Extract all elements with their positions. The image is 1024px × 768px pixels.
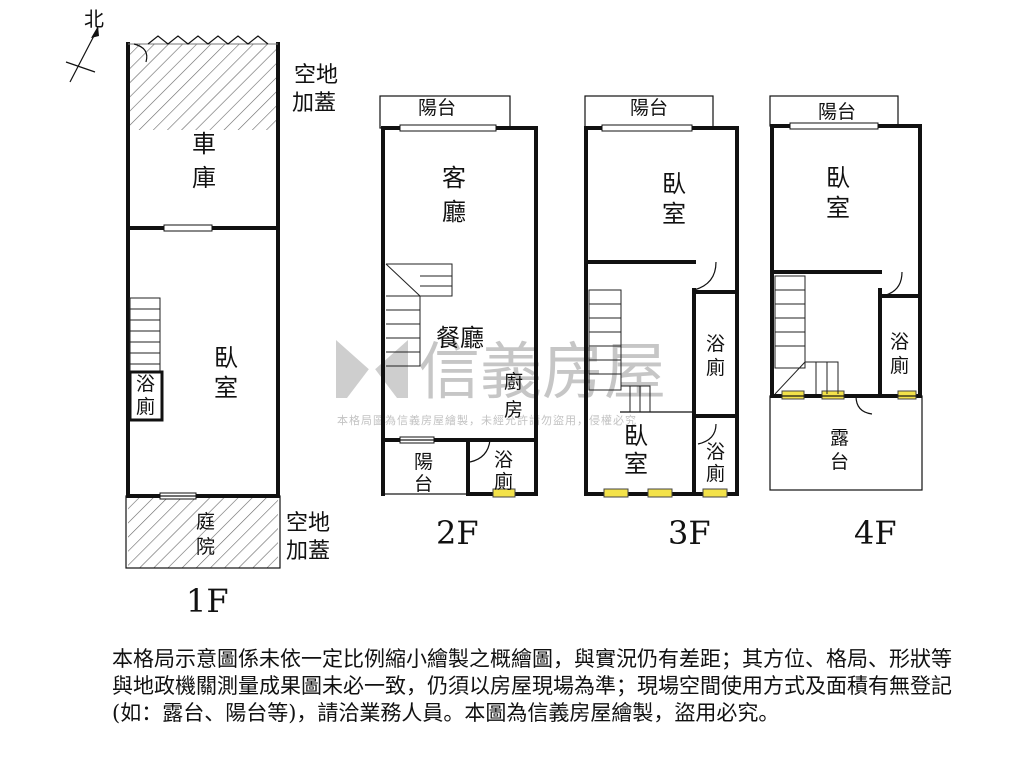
floor-1-bath-label-2: 廁 [136, 395, 155, 418]
compass-cross-line [65, 61, 96, 73]
floor-4-door-swing-icon [881, 271, 903, 297]
floor-1-label: 1F [186, 582, 229, 620]
floor-1-bedroom-label-2: 室 [214, 374, 238, 402]
floor-4-bedroom-label-1: 臥 [826, 164, 850, 192]
floor-3-front-balcony-label: 陽台 [630, 97, 668, 119]
floor-2-label: 2F [436, 514, 479, 552]
floor-4-bath-label-2: 廁 [890, 354, 909, 377]
compass-north-label: 北 [84, 7, 104, 31]
watermark-logo-icon [336, 340, 408, 398]
front-extension-label-2: 加蓋 [292, 91, 336, 116]
floor-2-bath-door-swing-icon [469, 439, 491, 463]
garage-label-1: 車 [192, 130, 216, 158]
garage-door-icon [147, 35, 269, 45]
floor-2-living-label-1: 客 [442, 164, 466, 192]
floor-3-bedroom-rear-label-1: 臥 [624, 422, 648, 450]
floor-plan-drawing: 北 信義房屋 本格局圖為信義房屋繪製，未經允許請勿盜用，侵權必究 [65, 7, 923, 620]
floor-4-terrace-door-swing-icon [855, 395, 873, 415]
floor-3-bath-door-swing-icon [697, 423, 717, 445]
floor-4-terrace-window-2 [821, 390, 845, 400]
floor-4-stairs [774, 275, 839, 395]
courtyard-hatch [128, 496, 278, 568]
floor-3-plan: 陽台 臥 室 浴 廁 臥 室 浴 廁 3F [584, 95, 739, 552]
floor-3-bath-window [702, 488, 728, 498]
floor-2-front-balcony-label: 陽台 [418, 97, 456, 119]
floor-4-front-balcony-label: 陽台 [818, 101, 856, 123]
floor-3-bath-upper-label-1: 浴 [706, 333, 725, 355]
watermark-brand: 信義房屋 [418, 335, 666, 408]
floor-4-bath-label-1: 浴 [890, 331, 909, 353]
floor-3-bedroom-front-label-1: 臥 [662, 170, 686, 198]
floor-2-rear-balcony-label-2: 台 [414, 473, 433, 495]
north-arrow-icon [91, 26, 99, 38]
floor-1-window [163, 224, 213, 232]
rear-extension-label-2: 加蓋 [286, 539, 330, 564]
floor-4-label: 4F [854, 514, 897, 552]
floor-2-front-window [399, 124, 497, 132]
floor-4-terrace-window-1 [781, 390, 805, 400]
floor-3-bath-lower-label-2: 廁 [706, 462, 725, 485]
compass: 北 [65, 7, 104, 83]
disclaimer-text: 本格局示意圖係未依一定比例縮小繪製之概繪圖，與實況仍有差距；其方位、格局、形狀等… [112, 647, 952, 725]
floor-4-bedroom-label-2: 室 [826, 194, 850, 222]
floor-3-bedroom-front-label-2: 室 [662, 200, 686, 228]
floor-3-bath-lower-label-1: 浴 [706, 441, 725, 463]
floor-2-bath-label-1: 浴 [494, 449, 513, 471]
floor-4-terrace-label-1: 露 [830, 427, 849, 449]
floor-4-plan: 陽台 臥 室 浴 廁 露 台 4F [769, 95, 923, 552]
garage-label-2: 庫 [192, 164, 216, 192]
floor-3-rear-window-1 [603, 488, 629, 498]
floor-4-bath-window [897, 390, 917, 400]
front-extension-hatch [128, 44, 278, 130]
floor-2-plan: 陽台 客 廳 餐廳 廚 房 陽 台 浴 廁 2F [379, 95, 538, 552]
floor-2-kitchen-label-1: 廚 [504, 370, 523, 393]
floor-1-stairs [129, 297, 161, 373]
door-swing-icon [133, 43, 148, 63]
floor-4-terrace-outline [769, 395, 923, 491]
floor-2-stairs [385, 263, 453, 367]
floor-1-bath-walls [128, 370, 164, 422]
front-extension-label-1: 空地 [294, 63, 338, 88]
floor-4-terrace-label-2: 台 [830, 451, 849, 473]
floor-3-bath-upper-label-2: 廁 [706, 356, 725, 379]
floor-2-living-label-2: 廳 [442, 198, 466, 226]
floor-4-front-window [789, 122, 879, 130]
floor-3-front-window [601, 124, 693, 132]
floor-2-dining-label: 餐廳 [436, 324, 484, 352]
floor-3-label: 3F [668, 514, 711, 552]
floor-3-stairs [588, 289, 651, 412]
floor-2-bath-label-2: 廁 [494, 470, 513, 493]
floor-1-bath-label-1: 浴 [136, 373, 155, 395]
floor-2-bath-window [492, 488, 516, 498]
floor-3-rear-window-2 [647, 488, 673, 498]
floor-2-rear-balcony [381, 439, 469, 495]
floor-3-door-swing-icon [693, 261, 717, 291]
floor-3-bedroom-rear-label-2: 室 [624, 450, 648, 478]
rear-extension-label-1: 空地 [286, 511, 330, 536]
floor-2-rear-balcony-label-1: 陽 [414, 451, 433, 473]
courtyard-label-1: 庭 [196, 511, 215, 533]
courtyard-label-2: 院 [196, 536, 215, 558]
watermark-subtext: 本格局圖為信義房屋繪製，未經允許請勿盜用，侵權必究 [337, 413, 637, 427]
floor-2-kitchen-label-2: 房 [504, 399, 523, 421]
courtyard-outline [125, 495, 281, 569]
floor-1-bedroom-label-1: 臥 [214, 344, 238, 372]
floor-1-plan: 浴 廁 車 庫 臥 室 庭 院 空地 加蓋 空地 加蓋 1F [125, 35, 338, 620]
watermark: 信義房屋 本格局圖為信義房屋繪製，未經允許請勿盜用，侵權必究 [336, 335, 666, 427]
